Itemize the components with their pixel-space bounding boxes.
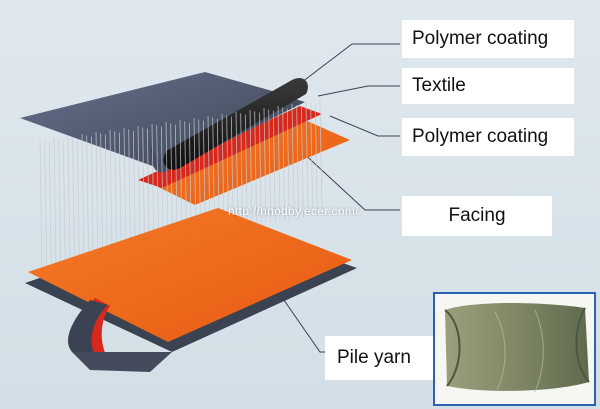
- pile-fiber: [235, 111, 239, 229]
- leader-line-textile: [317, 85, 400, 97]
- pile-fiber: [254, 111, 258, 227]
- pile-fiber: [272, 110, 276, 225]
- lower-sheet: [25, 208, 357, 372]
- watermark: http://hnodby.ecer.com/: [228, 204, 359, 218]
- pile-fiber: [53, 137, 57, 268]
- pile-fiber: [268, 109, 272, 224]
- pile-fiber: [249, 109, 253, 226]
- pile-fiber: [95, 131, 99, 259]
- label-polymer-coating-bottom: Polymer coating: [402, 118, 574, 156]
- label-pile-yarn: Pile yarn: [325, 336, 443, 380]
- pile-fiber: [67, 135, 71, 265]
- pile-fiber: [44, 141, 48, 272]
- pile-fiber: [137, 125, 141, 250]
- pile-fiber: [128, 129, 132, 254]
- lower-orange-layer: [28, 208, 352, 342]
- pile-fiber: [81, 133, 85, 262]
- lower-dark-curl: [68, 300, 108, 362]
- pile-fiber: [240, 113, 244, 230]
- upper-panel: [20, 72, 290, 168]
- pile-fiber: [263, 107, 267, 223]
- pile-fiber: [258, 112, 262, 228]
- pile-fiber: [296, 105, 300, 218]
- pile-fiber: [62, 140, 66, 270]
- pile-fiber: [282, 107, 286, 221]
- pile-fiber: [58, 139, 62, 269]
- leader-line-polymer-bottom: [329, 115, 400, 137]
- pile-fiber: [314, 104, 318, 216]
- pile-fiber: [142, 127, 146, 251]
- upper-red-layer: [138, 106, 322, 188]
- pile-fiber: [114, 131, 118, 257]
- product-photo: [433, 292, 596, 406]
- pile-fiber: [156, 125, 160, 248]
- label-facing: Facing: [402, 196, 552, 236]
- leader-line-facing: [299, 149, 400, 211]
- pile-fiber: [230, 116, 234, 234]
- pile-fiber: [310, 103, 314, 215]
- pile-fiber: [165, 121, 169, 244]
- pile-fiber: [39, 139, 43, 271]
- pile-fiber: [76, 138, 80, 267]
- pile-fiber: [291, 103, 295, 217]
- upper-roll: [163, 77, 308, 170]
- label-polymer-coating-top: Polymer coating: [402, 20, 574, 58]
- leader-line-polymer-top: [301, 43, 400, 83]
- pile-fiber: [151, 123, 155, 247]
- pile-fiber: [300, 106, 304, 219]
- pile-fiber: [118, 132, 122, 258]
- pile-fiber: [86, 135, 90, 263]
- pile-fiber: [48, 142, 52, 273]
- pile-fiber: [109, 129, 113, 256]
- pile-fiber: [305, 101, 309, 214]
- pile-fiber: [132, 130, 136, 255]
- pile-fiber: [72, 137, 76, 266]
- leader-line-pile-yarn: [269, 279, 325, 353]
- pile-fiber: [104, 134, 108, 261]
- pile-fiber: [244, 114, 248, 231]
- pile-fiber: [123, 127, 127, 253]
- pile-fiber: [100, 133, 104, 260]
- pile-fibers: [39, 99, 323, 273]
- pile-fiber: [319, 99, 323, 211]
- pile-fiber: [286, 108, 290, 222]
- pile-fiber: [277, 105, 281, 220]
- lower-bottom-panel: [72, 352, 172, 372]
- product-photo-image: [435, 294, 594, 404]
- pile-fiber: [90, 136, 94, 264]
- pile-fiber: [179, 119, 183, 241]
- label-textile: Textile: [402, 68, 574, 104]
- pile-fiber: [146, 128, 150, 252]
